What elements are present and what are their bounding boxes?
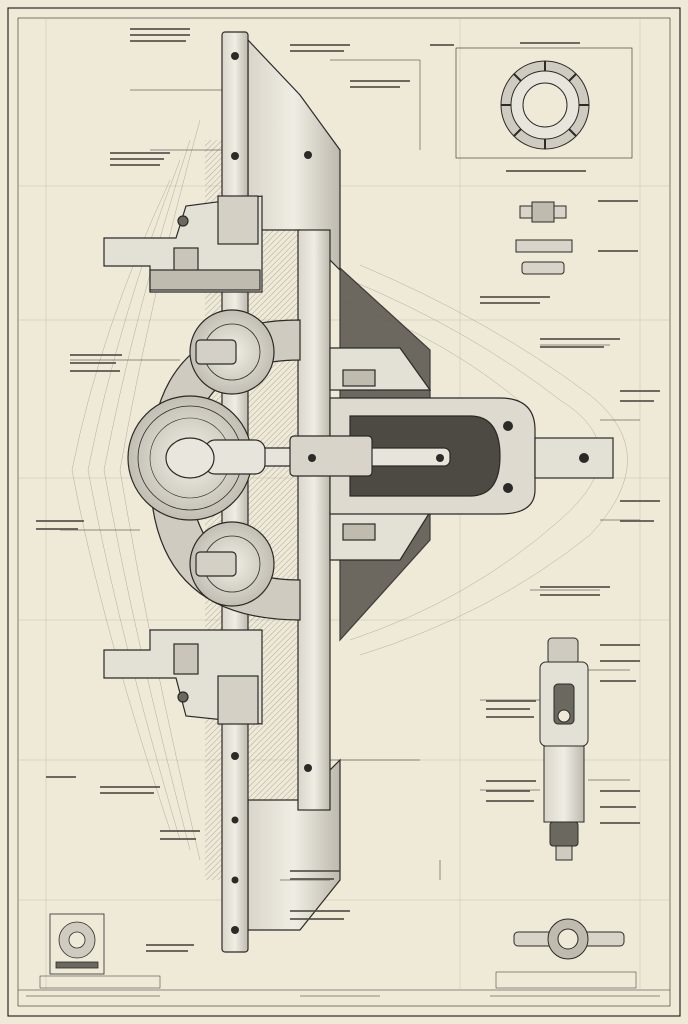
rail-bolts bbox=[231, 52, 312, 934]
side-module-icon bbox=[539, 637, 589, 861]
gear-ring-icon bbox=[455, 47, 633, 159]
axle-icon bbox=[513, 918, 625, 960]
title-block bbox=[39, 971, 637, 997]
component-studies bbox=[515, 201, 573, 275]
contour-lines bbox=[71, 119, 628, 861]
side-module-top bbox=[103, 195, 263, 293]
side-module-bottom bbox=[103, 629, 263, 725]
blueprint-border bbox=[7, 7, 681, 1017]
badge-emblem-icon bbox=[49, 913, 105, 975]
annotation-blocks bbox=[36, 28, 660, 952]
central-machine-icon bbox=[103, 31, 614, 953]
